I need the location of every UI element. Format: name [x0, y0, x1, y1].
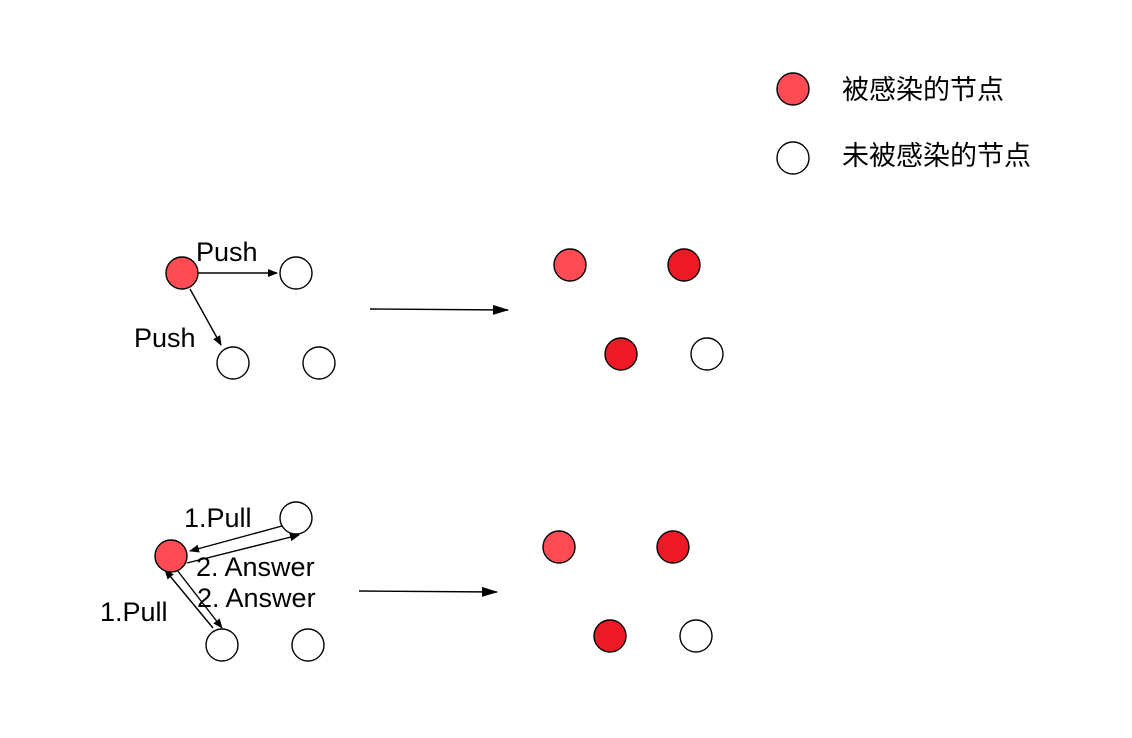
- pull-answer-edge-2: [176, 569, 223, 629]
- legend-uninfected-label: 未被感染的节点: [842, 141, 1031, 172]
- pull-peer-node-1: [279, 501, 313, 535]
- push-before-group: Push Push: [134, 237, 336, 380]
- push-edge-down: [189, 288, 222, 346]
- push-after-node-3: [604, 337, 638, 371]
- legend-infected-node: [776, 72, 810, 106]
- pull-after-node-3: [593, 619, 627, 653]
- pull-request-edge-2: [164, 569, 214, 629]
- push-source-node: [165, 256, 199, 290]
- push-idle-node: [302, 346, 336, 380]
- pull-label-2: 1.Pull: [100, 597, 168, 627]
- answer-label-1: 2. Answer: [196, 552, 315, 582]
- pull-before-group: 1.Pull 2. Answer 2. Answer 1.Pull: [100, 501, 325, 662]
- push-target-node-1: [279, 256, 313, 290]
- pull-idle-node: [291, 628, 325, 662]
- pull-request-edge-1: [189, 525, 283, 553]
- pull-label-1: 1.Pull: [184, 503, 252, 533]
- push-after-node-1: [553, 248, 587, 282]
- legend-infected-label: 被感染的节点: [842, 75, 1004, 106]
- push-label-2: Push: [134, 323, 196, 353]
- pull-after-node-2: [656, 530, 690, 564]
- pull-peer-node-2: [205, 628, 239, 662]
- answer-label-2: 2. Answer: [197, 583, 316, 613]
- legend: 被感染的节点 未被感染的节点: [776, 72, 1031, 175]
- pull-answer-edge-1: [186, 533, 300, 564]
- push-label-1: Push: [196, 237, 258, 267]
- push-after-node-4: [690, 337, 724, 371]
- pull-after-node-1: [542, 530, 576, 564]
- push-after-node-2: [667, 248, 701, 282]
- pull-after-group: [542, 530, 713, 653]
- pull-source-node: [154, 539, 188, 573]
- pull-transition-arrow: [358, 586, 498, 597]
- pull-after-node-4: [679, 619, 713, 653]
- legend-uninfected-node: [776, 141, 810, 175]
- push-target-node-2: [216, 346, 250, 380]
- push-after-group: [553, 248, 724, 371]
- push-transition-arrow: [369, 304, 509, 315]
